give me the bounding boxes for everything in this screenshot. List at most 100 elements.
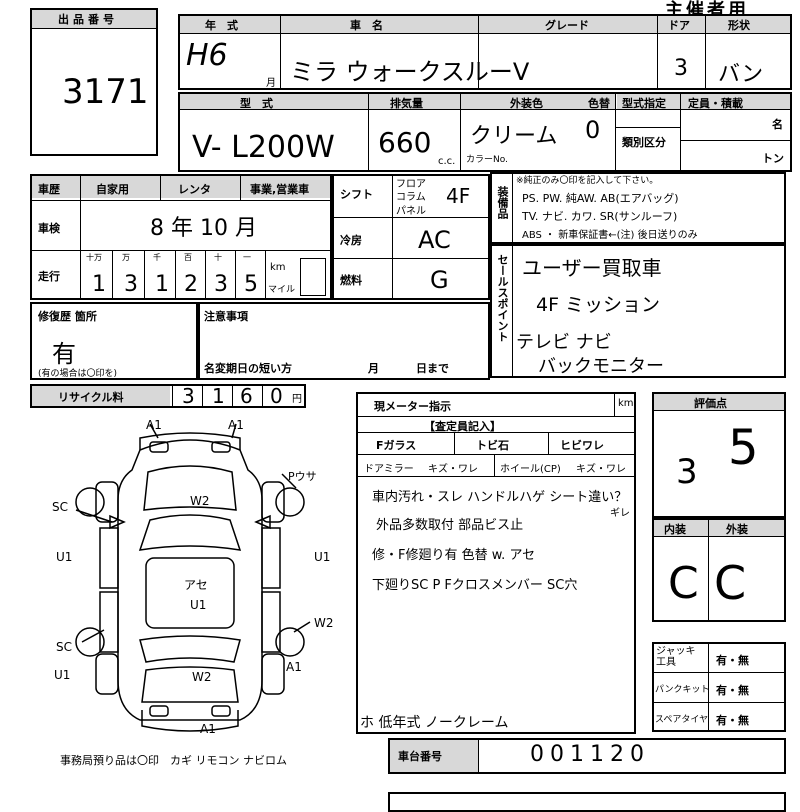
inspector-side-mark: ギレ [610,508,630,519]
spare-value: 有・無 [716,714,749,727]
jack-value: 有・無 [716,654,749,667]
recycle-digit: 6 [240,384,253,408]
chassis-value: 001120 [530,742,650,767]
digit-label: 十 [214,253,222,262]
doors-value: 3 [674,56,688,81]
salespoint-line4: バックモニター [538,356,664,377]
mark-front-left: A1 [146,418,162,432]
digit-label: 十万 [86,253,102,262]
jack-label: ジャッキ工具 [656,646,696,668]
shift-value: 4F [446,184,471,208]
glass-opt-crack: ヒビワレ [560,439,604,452]
repair-note: (有の場合は〇印を) [38,369,118,379]
mark-rear-bottom: A1 [200,722,216,736]
name-label: 車 名 [350,19,383,32]
ac-value: AC [418,226,451,254]
mile-checkbox [300,258,326,296]
mark-rear: W2 [192,670,212,684]
lot-number-value: 3171 [62,72,149,112]
exterior-label: 外装 [726,523,748,536]
ac-label: 冷房 [340,234,362,247]
mileage-label: 走行 [38,270,60,283]
inspector-note-4: 下廻りSC P Fクロスメンバー SC穴 [372,578,578,593]
fuel-value: G [430,266,449,294]
recycle-digit: 3 [182,384,195,408]
meter-label: 現メーター指示 [374,400,451,413]
bottom-partial-table [388,792,786,812]
mark-right-front: Pウサ [288,470,317,483]
color-change-value: 0 [585,116,601,144]
name-change-label: 名変期日の短い方 [204,362,292,375]
history-table [30,174,332,300]
persons-unit: 名 [772,118,783,131]
accessories-table [652,642,786,732]
inner-outer-table [652,518,786,622]
wheel-opt: キズ・ワレ [576,464,626,475]
color-value: クリーム [470,124,558,149]
chassis-table [388,738,786,774]
recycle-digit: 0 [270,384,283,408]
mark-left-front: SC [52,500,68,514]
row2-table [178,92,792,172]
shift-opt-floor: フロア [396,179,426,190]
day-label: 日まで [416,362,449,375]
history-opt-business: 事業,営業車 [250,183,310,196]
mark-front-right: A1 [228,418,244,432]
shift-table [332,174,490,300]
doors-label: ドア [668,19,690,32]
model-label: 型 式 [240,97,273,110]
repair-table [30,302,198,380]
mark-right-door: U1 [314,550,331,564]
km-unit: km [270,262,286,273]
lot-number-header-bg [32,10,156,28]
salespoint-line1: ユーザー買取車 [522,256,662,280]
equipment-line2: TV. ナビ. カワ. SR(サンルーフ) [522,210,678,223]
salespoint-label: セールスポイント [496,254,509,342]
mark-left-door: U1 [56,550,73,564]
history-opt-private: 自家用 [96,183,129,196]
shape-label: 形状 [728,19,750,32]
inspection-label: 車検 [38,222,60,235]
mark-left-rear2: U1 [54,668,71,682]
spare-label: スペアタイヤ [655,715,709,725]
color-no-label: カラーNo. [466,155,508,165]
puncture-label: パンクキット [655,685,710,695]
inspector-note-3: 修・F修廻り有 色替 w. アセ [372,548,536,563]
color-label: 外装色 [510,97,543,110]
inspection-value: 8 年 10 月 [150,216,257,241]
glass-label: Fガラス [376,439,417,452]
recycle-unit: 円 [292,394,302,405]
displacement-label: 排気量 [390,97,423,110]
year-value: H6 [186,38,228,73]
shift-label: シフト [340,188,373,201]
rating-value-sub: 5 [728,420,759,476]
equipment-line3: ABS ・ 新車保証書←(注) 後日送りのみ [522,230,698,241]
type-designation-label: 型式指定 [622,97,666,110]
recycle-digit: 1 [212,384,225,408]
shape-value: バン [718,62,764,87]
mark-roof-sub: U1 [190,598,207,612]
recycle-table [30,384,306,408]
meter-table [356,392,636,734]
equipment-line1: PS. PW. 純AW. AB(エアバッグ) [522,192,679,205]
rating-table [652,392,786,518]
equipment-table [490,172,786,244]
mark-left-rear: SC [56,640,72,654]
wheel-label: ホイール(CP) [500,464,561,475]
rating-value-main: 3 [676,452,698,492]
rating-label: 評価点 [694,397,727,410]
mark-right-rear: A1 [286,660,302,674]
mark-roof: アセ [184,578,208,592]
mileage-digit: 1 [92,272,106,297]
inspector-note-1: 車内汚れ・スレ ハンドルハゲ シート違い？ [372,490,628,505]
digit-label: 万 [122,253,130,262]
mark-hood: W2 [190,494,210,508]
inspector-note-2: 外品多数取付 部品ビス止 [376,518,524,533]
digit-label: 百 [184,253,192,262]
mark-right-door2: W2 [314,616,334,630]
puncture-value: 有・無 [716,684,749,697]
displacement-value: 660 [378,126,432,159]
repair-label: 修復歴 箇所 [38,310,97,323]
shift-opt-column: コラム [396,192,426,203]
mirror-label: ドアミラー [364,464,414,475]
